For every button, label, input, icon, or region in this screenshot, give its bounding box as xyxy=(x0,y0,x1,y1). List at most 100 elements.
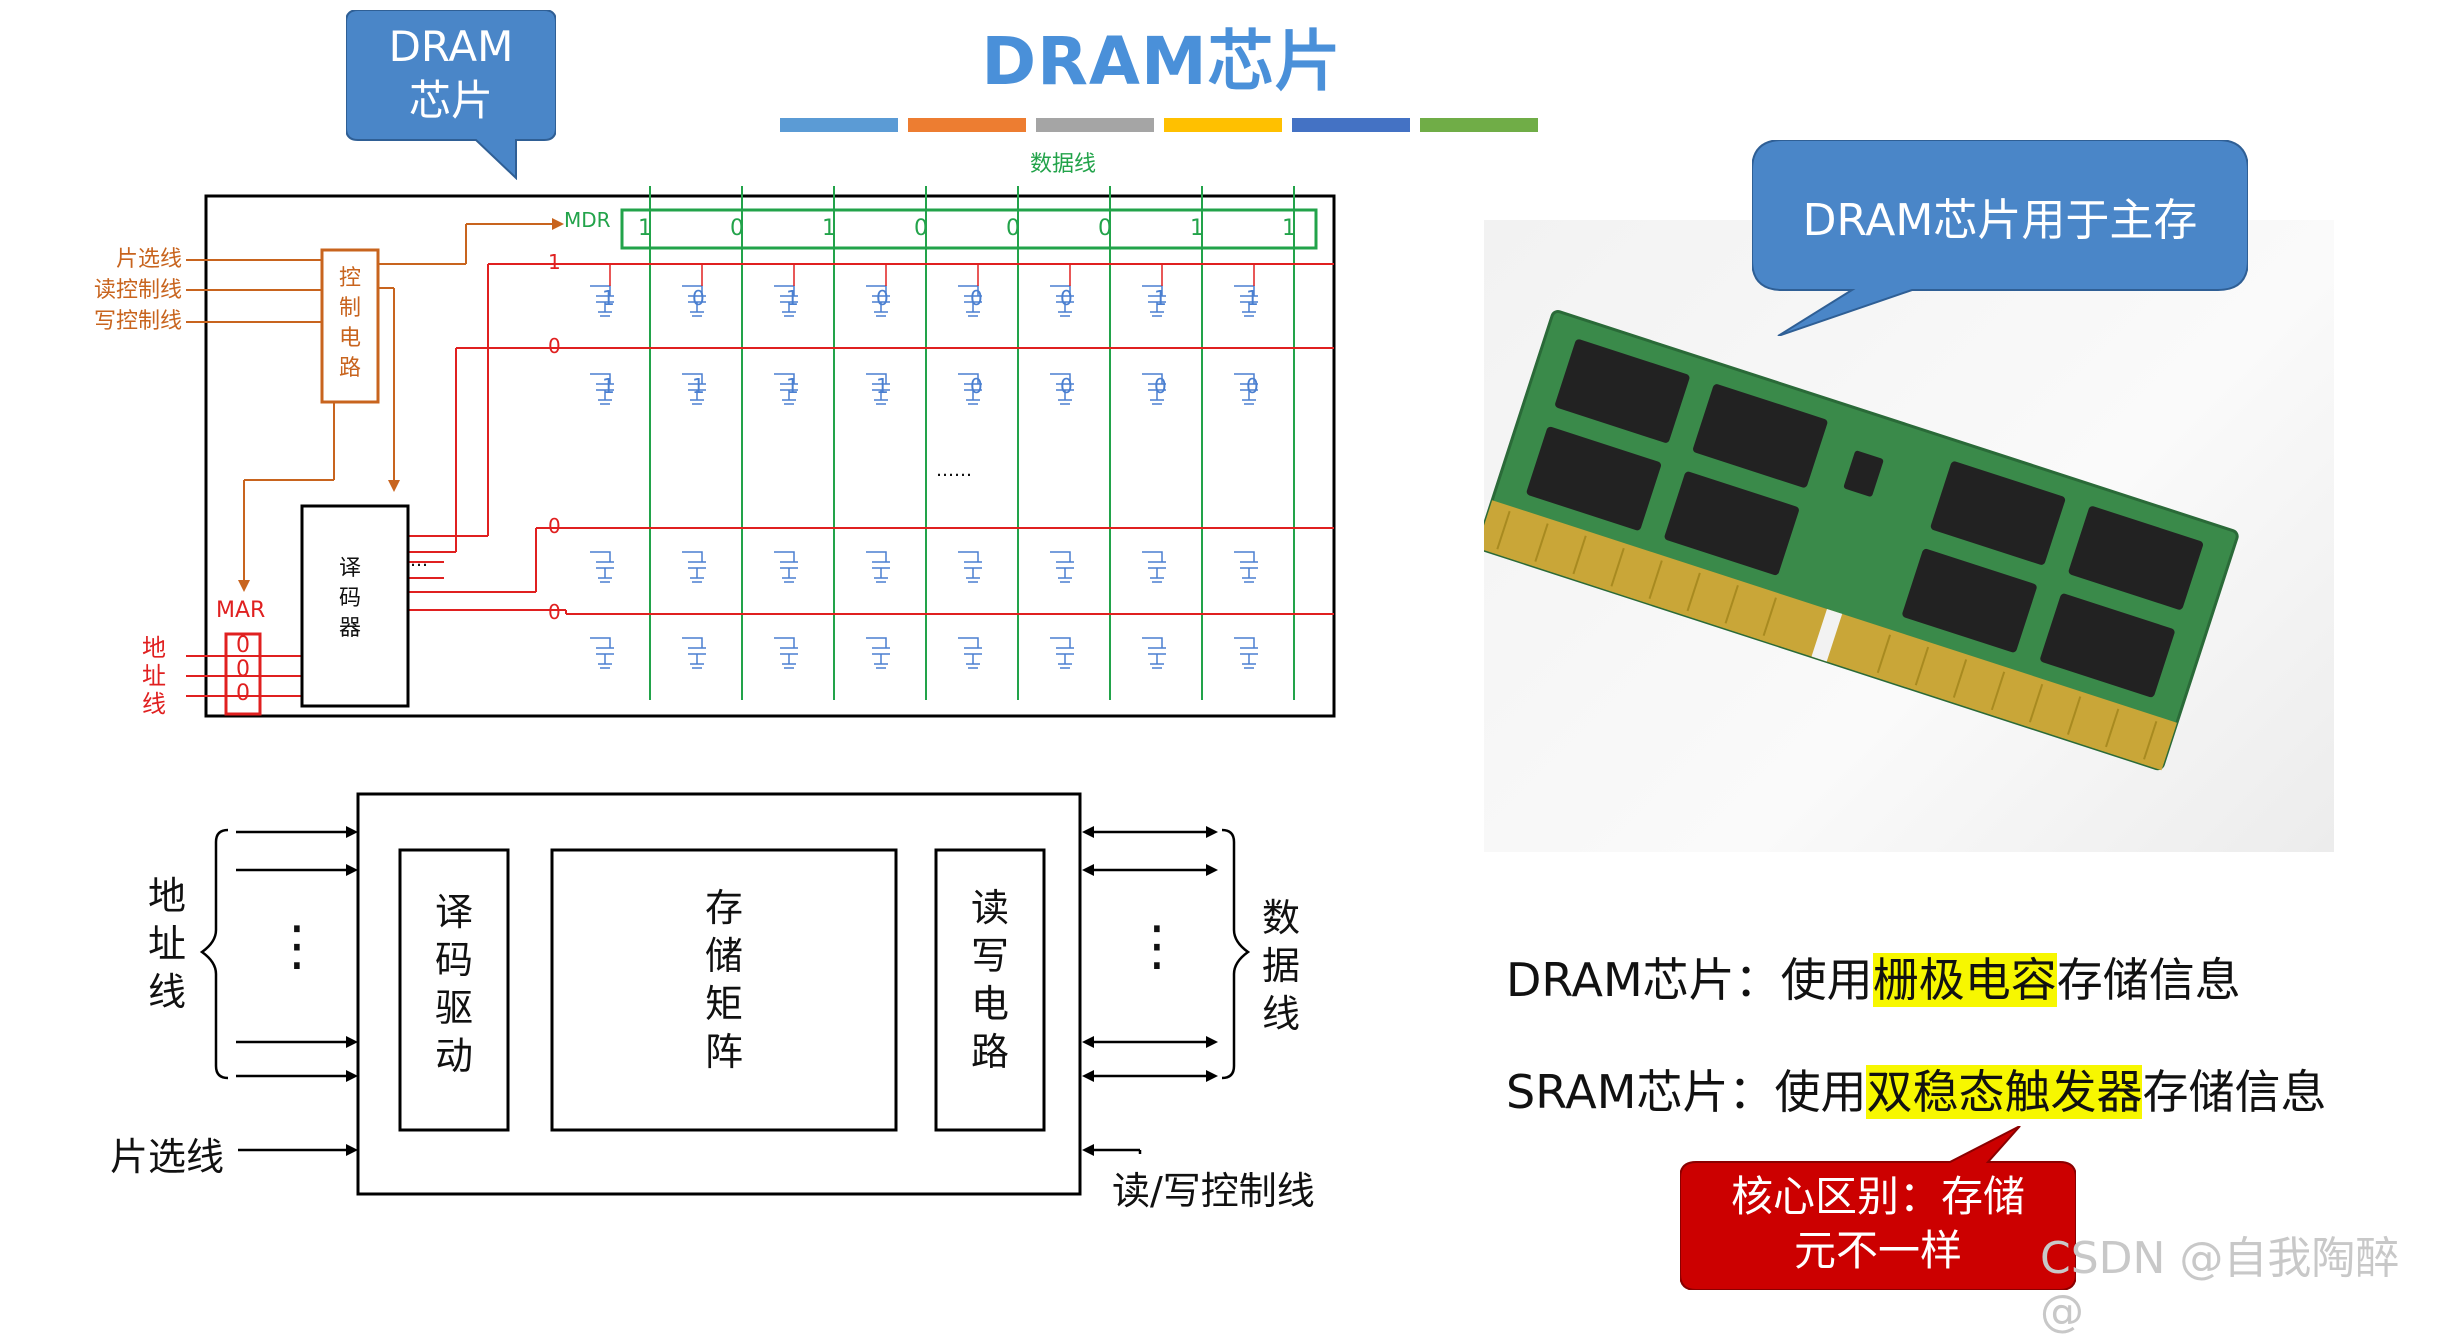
dram-circuit-diagram: 数据线 MDR 1 0 1 0 0 0 1 1 片选线 读控制线 写控制线 控 … xyxy=(0,140,1360,730)
circuit-svg xyxy=(186,186,1336,718)
dram-statement: DRAM芯片：使用栅极电容存储信息 xyxy=(1506,944,2241,1010)
title-color-bar xyxy=(780,118,1550,132)
control-inputs: 片选线 读控制线 写控制线 xyxy=(70,244,182,337)
dram-statement-prefix: DRAM芯片：使用 xyxy=(1506,953,1873,1007)
mdr-bits: 1 0 1 0 0 0 1 1 xyxy=(622,216,1316,246)
callout-core-line1: 核心区别：存储 xyxy=(1730,1172,2025,1221)
row-value: 1 xyxy=(548,250,561,274)
address-line-label: 地 址 线 xyxy=(142,634,166,718)
mdr-label: MDR xyxy=(564,208,611,232)
control-circuit-char: 电 xyxy=(338,326,361,351)
cell-value: 1 xyxy=(876,374,889,398)
notch xyxy=(1811,608,1843,662)
memory-module-photo xyxy=(1476,220,2334,852)
chip-outline xyxy=(356,792,1082,1196)
storage-matrix-char: 存 xyxy=(704,886,743,930)
callout-chip-line2: 芯片 xyxy=(408,76,493,125)
page-title: DRAM芯片 xyxy=(981,23,1342,100)
mar-bit: 0 xyxy=(236,681,250,706)
cell-value: 0 xyxy=(1060,374,1073,398)
dram-chips xyxy=(1526,339,2204,698)
data-lines-label: 数 据 线 xyxy=(1262,894,1300,1038)
cell-value: 0 xyxy=(692,286,705,310)
address-char: 地 xyxy=(142,634,166,662)
callout-dram-chip: DRAM 芯片 xyxy=(345,9,557,181)
decoder-driver-label: 译 码 驱 动 xyxy=(400,888,508,1080)
color-bar-segment xyxy=(1036,118,1154,132)
dram-statement-suffix: 存储信息 xyxy=(2056,953,2241,1007)
chip-select-label: 片选线 xyxy=(110,1135,225,1179)
decoder-driver-box xyxy=(398,848,510,1132)
mdr-bit: 0 xyxy=(1006,216,1020,241)
rw-control-label: 读/写控制线 xyxy=(1112,1169,1315,1213)
dram-highlight: 栅极电容 xyxy=(1872,953,2057,1007)
decoder-box xyxy=(300,504,410,708)
csdn-watermark: CSDN @自我陶醉@ xyxy=(2040,1233,2400,1337)
rw-circuit-box xyxy=(934,848,1046,1132)
data-brace xyxy=(1221,828,1251,1080)
row-value: 0 xyxy=(548,514,561,538)
rw-circuit-char: 写 xyxy=(970,934,1009,978)
cell-value: 0 xyxy=(1246,374,1259,398)
cell-value: 0 xyxy=(970,286,983,310)
color-bar-segment xyxy=(1292,118,1410,132)
block-svg xyxy=(199,792,1251,1196)
mdr-bit: 1 xyxy=(1282,216,1296,241)
color-bar-segment xyxy=(1164,118,1282,132)
address-dots: ⋮ xyxy=(270,914,324,977)
cell-value: 1 xyxy=(786,374,799,398)
mdr-bit: 0 xyxy=(1098,216,1112,241)
sram-statement-suffix: 存储信息 xyxy=(2142,1065,2327,1119)
storage-matrix-char: 矩 xyxy=(704,982,743,1026)
data-bus-label: 数据线 xyxy=(1030,152,1097,177)
io-arrows xyxy=(236,830,1206,1154)
read-control-input-label: 读控制线 xyxy=(93,278,182,303)
control-circuit-box xyxy=(320,248,380,404)
address-char: 线 xyxy=(142,690,166,718)
color-bar-segment xyxy=(1420,118,1538,132)
callout-core-line2: 元不一样 xyxy=(1793,1226,1962,1275)
cell-value: 1 xyxy=(786,286,799,310)
storage-matrix-label: 存 储 矩 阵 xyxy=(552,884,896,1076)
mar-bit: 0 xyxy=(236,657,250,682)
ram-stick-illustration xyxy=(1476,310,2239,771)
address-lines-label: 地 址 线 xyxy=(148,872,186,1016)
callout-chip-line1: DRAM xyxy=(388,22,514,71)
decoder-driver-char: 译 xyxy=(434,890,473,934)
mar-label: MAR xyxy=(216,598,266,623)
cell-value: 1 xyxy=(602,374,615,398)
data-lines-char: 线 xyxy=(1262,992,1301,1036)
cell-value: 0 xyxy=(970,374,983,398)
control-arrowheads xyxy=(238,218,564,592)
address-lines-char: 线 xyxy=(148,970,187,1014)
cell-value: 1 xyxy=(1246,286,1259,310)
cell-value: 0 xyxy=(1060,286,1073,310)
storage-matrix-char: 储 xyxy=(704,934,743,978)
control-circuit-label: 控 制 电 路 xyxy=(322,264,378,384)
dram-block-diagram: 地 址 线 ⋮ 片选线 译 码 驱 动 存 储 矩 阵 读 写 电 路 ⋮ 数 … xyxy=(90,780,1360,1220)
chip-select-input-label: 片选线 xyxy=(115,247,182,272)
sram-statement-prefix: SRAM芯片：使用 xyxy=(1506,1065,1867,1119)
control-circuit-char: 路 xyxy=(338,356,361,381)
cell-value: 1 xyxy=(692,374,705,398)
color-bar-segment xyxy=(780,118,898,132)
callout-core-text: 核心区别：存储 元不一样 xyxy=(1680,1170,2076,1278)
callout-bubble-shape xyxy=(345,9,557,181)
rw-circuit-char: 路 xyxy=(970,1030,1009,1074)
decoder-ellipsis: … xyxy=(410,550,428,571)
decoder-char: 译 xyxy=(338,556,361,581)
callout-main-memory: DRAM芯片用于主存 xyxy=(1751,139,2249,337)
decoder-char: 器 xyxy=(338,616,361,641)
mar-box xyxy=(224,632,262,716)
sram-statement: SRAM芯片：使用双稳态触发器存储信息 xyxy=(1506,1056,2326,1122)
memory-cells xyxy=(589,264,1259,669)
cell-value: 1 xyxy=(1154,286,1167,310)
cell-value: 1 xyxy=(602,286,615,310)
mdr-bit: 1 xyxy=(638,216,652,241)
rows-ellipsis: …… xyxy=(936,460,972,481)
rw-circuit-char: 读 xyxy=(970,886,1009,930)
decoder-label: 译 码 器 xyxy=(330,554,370,644)
control-circuit-char: 制 xyxy=(338,296,361,321)
callout-main-memory-text: DRAM芯片用于主存 xyxy=(1802,195,2198,246)
color-bar-segment xyxy=(908,118,1026,132)
